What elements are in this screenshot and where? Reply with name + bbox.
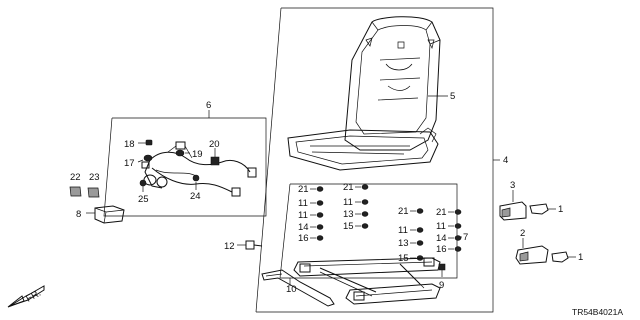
cover-part-1-lower [551,251,576,263]
callout-23: 23 [89,172,100,183]
hw-col2-3: 15 [343,221,354,232]
hw-col2-3-nut-icon [361,223,369,229]
hw-col4-1: 11 [436,221,446,232]
bolt-part-12 [237,240,263,250]
hw-col3-0: 21 [398,206,409,217]
callout-1-lower: 1 [578,252,583,263]
bracket-part-3 [499,190,527,221]
hw-col4-0: 21 [436,207,447,218]
callout-17: 17 [124,158,135,169]
callout-6: 6 [206,100,211,111]
callout-2: 2 [520,228,525,239]
clip-part-17 [137,154,153,163]
clip-part-24 [192,174,200,190]
hw-col4-2-nut-icon [454,235,462,241]
hw-col4-0-nut-icon [454,209,462,215]
seat-cushion-frame [287,127,439,171]
callout-18: 18 [124,139,135,150]
leader-lines [289,95,448,286]
hw-col4-3: 16 [436,244,447,255]
seat-back-frame [344,16,441,151]
module-part-8 [86,205,125,224]
hw-col2-0-nut-icon [361,184,369,190]
bracket-part-2 [515,238,549,265]
connector-part-23 [87,187,100,198]
hw-col1-2-nut-icon [316,212,324,218]
clip-part-19 [175,149,190,157]
clip-part-20 [210,148,220,166]
hw-col1-3-nut-icon [316,224,324,230]
callout-5: 5 [450,91,455,102]
assembly-4-outline [255,7,500,313]
release-bar-part-10 [261,269,335,307]
front-direction-arrow [7,285,45,308]
callout-9: 9 [439,280,444,291]
hw-col2-2-nut-icon [361,211,369,217]
hw-col2-2: 13 [343,209,354,220]
hw-col1-0: 21 [298,184,309,195]
hw-col1-1-nut-icon [316,200,324,206]
callout-8: 8 [76,209,81,220]
hw-col1-4-nut-icon [316,235,324,241]
diagram-code: TR54B4021A [572,307,623,317]
clip-part-25 [139,179,147,192]
clip-part-18 [138,139,153,146]
callout-25: 25 [138,194,149,205]
callout-22: 22 [70,172,81,183]
callout-7: 7 [463,232,468,243]
seat-slide-rails [293,257,441,305]
hw-col3-0-nut-icon [416,208,424,214]
callout-12: 12 [224,241,235,252]
clip-part-9 [438,263,446,277]
hw-col3-2-nut-icon [416,240,424,246]
hw-col1-1: 11 [298,198,308,209]
hw-col3-1: 11 [398,225,408,236]
hw-col2-1-nut-icon [361,199,369,205]
callout-1-upper: 1 [558,204,563,215]
hw-col1-0-nut-icon [316,186,324,192]
hw-col2-1: 11 [343,197,353,208]
hw-col3-2: 13 [398,238,409,249]
hw-col3-1-nut-icon [416,227,424,233]
hw-col2-0: 21 [343,182,354,193]
hw-col4-1-nut-icon [454,223,462,229]
harness-group-6-box [103,110,267,217]
hw-col4-3-nut-icon [454,246,462,252]
callout-19: 19 [192,149,203,160]
hw-col1-4: 16 [298,233,309,244]
hw-col3-3: 15 [398,253,409,264]
callout-4: 4 [503,155,508,166]
cover-part-1-upper [529,203,556,215]
callout-10: 10 [286,284,297,295]
hw-col1-3: 14 [298,222,309,233]
front-label: FR. [24,288,43,305]
callout-24: 24 [190,191,201,202]
callout-3: 3 [510,180,515,191]
connector-part-22 [69,186,82,197]
hw-col4-2: 14 [436,233,447,244]
hw-col1-2: 11 [298,210,308,221]
callout-20: 20 [209,139,220,150]
